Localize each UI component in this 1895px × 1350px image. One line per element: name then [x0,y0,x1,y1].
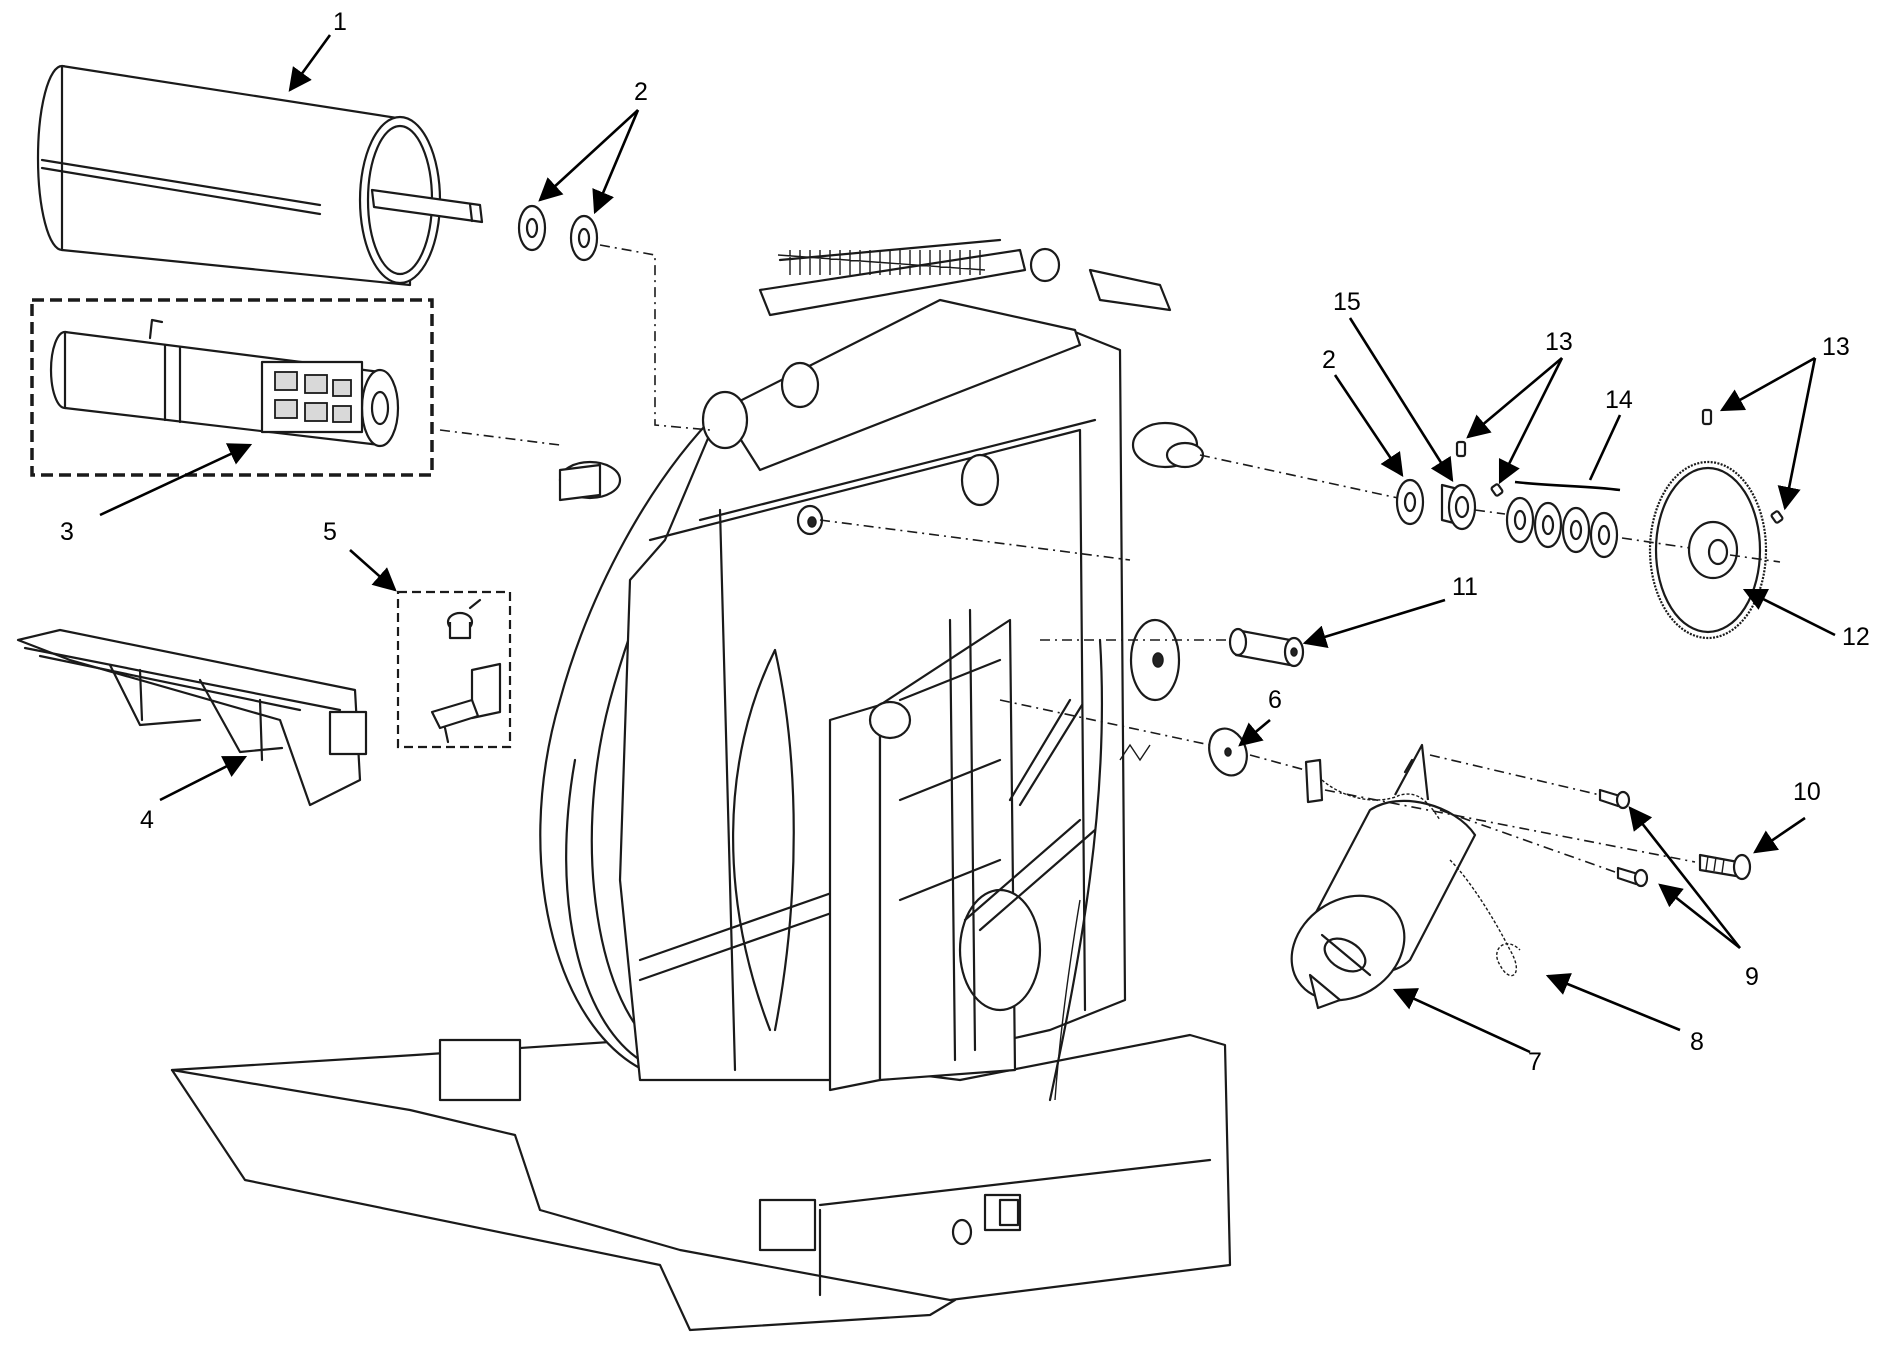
part-13-set-screws [1455,408,1784,524]
part-2-washers [517,204,599,262]
part-12-gear [1648,460,1768,640]
main-chassis [170,238,1232,1332]
arrow-3 [99,443,253,517]
callout-5: 5 [323,518,337,546]
arrow-13b [1498,357,1564,485]
part-10-screw [1698,853,1752,881]
part-11-spacer [1228,627,1305,668]
callout-4: 4 [140,806,154,834]
part-8-chain [1304,758,1521,977]
arrow-13a [1466,357,1563,439]
part-3-rotor-assembly [30,298,434,477]
part-6-disc-washer [1208,727,1248,777]
callout-7: 7 [1528,1048,1542,1076]
part-14-washer-stack [1505,496,1619,559]
arrow-1 [288,34,332,92]
arrow-11 [1302,598,1446,649]
callout-11: 11 [1452,573,1478,601]
callout-10: 10 [1793,778,1821,806]
arrow-13c [1719,356,1816,412]
part-9-screws [1598,788,1649,888]
callout-9: 9 [1745,963,1759,991]
arrow-13d [1777,357,1817,511]
arrow-2c [1333,374,1404,477]
arrow-12 [1742,588,1836,637]
arrow-2b [592,109,640,215]
arrow-9a [1628,806,1742,949]
bracket-14 [1514,414,1622,492]
part-7-motor [1290,743,1477,1010]
callout-arrows [99,34,1836,1054]
part-15-bushing [1395,478,1477,531]
arrow-8 [1545,973,1681,1032]
callout-13: 13 [1545,328,1573,356]
callout-8: 8 [1690,1028,1704,1056]
arrow-7 [1392,988,1531,1054]
callout-2: 2 [1322,346,1336,374]
arrow-9b [1658,883,1741,950]
callout-1: 1 [333,8,347,36]
part-4-paper-guide [16,628,368,807]
callout-13: 13 [1822,333,1850,361]
callout-14: 14 [1605,386,1633,414]
callout-12: 12 [1842,623,1870,651]
callout-2: 2 [634,78,648,106]
arrow-5 [349,549,397,592]
callout-15: 15 [1333,288,1361,316]
assembly-centerlines [439,244,1781,873]
arrow-2a [538,109,639,202]
callout-3: 3 [60,518,74,546]
arrow-15 [1348,317,1454,482]
part-1-drum-cylinder [36,64,484,287]
callout-6: 6 [1268,686,1282,714]
part-5-clip-kit [396,590,512,749]
arrow-10 [1753,816,1806,854]
arrow-6 [1238,719,1271,747]
arrow-4 [159,755,248,802]
callout-labels: 1 2 2 3 4 5 6 7 8 9 10 11 12 13 13 14 15 [60,8,1870,1076]
